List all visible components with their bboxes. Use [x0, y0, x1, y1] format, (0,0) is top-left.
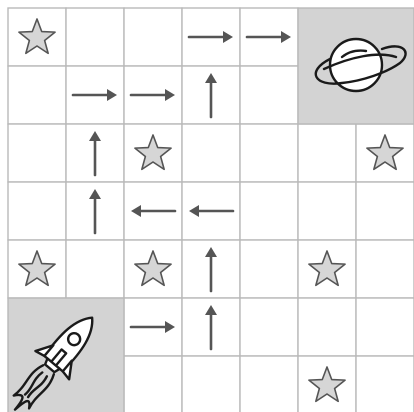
grid-cell	[356, 240, 414, 298]
grid-cell	[356, 182, 414, 240]
grid-cell	[8, 182, 66, 240]
grid-cell	[66, 240, 124, 298]
grid-cell	[240, 124, 298, 182]
grid-cell	[240, 298, 298, 356]
grid-cell	[124, 8, 182, 66]
grid-cell	[182, 124, 240, 182]
grid-cell	[356, 298, 414, 356]
grid-cell	[298, 182, 356, 240]
grid-cell	[66, 8, 124, 66]
grid-cell	[298, 124, 356, 182]
grid-cell	[240, 240, 298, 298]
grid-cell	[298, 298, 356, 356]
grid-cell	[240, 356, 298, 412]
grid-cell	[240, 66, 298, 124]
grid-cell	[182, 356, 240, 412]
grid-cell	[8, 66, 66, 124]
grid-cell	[356, 356, 414, 412]
grid-cell	[124, 356, 182, 412]
grid-cell	[240, 182, 298, 240]
grid-cell	[8, 124, 66, 182]
